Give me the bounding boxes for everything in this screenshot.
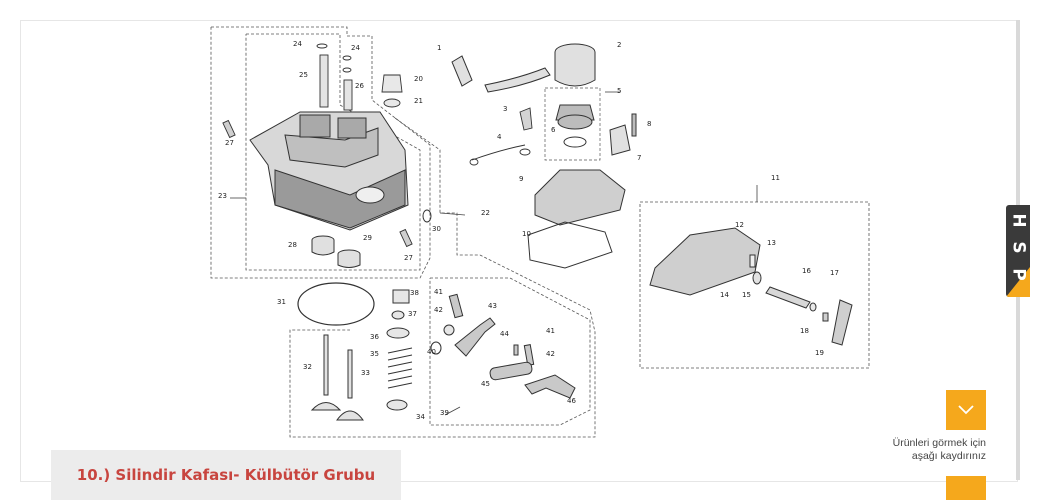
part-label: 27 <box>404 254 413 262</box>
part-label: 4 <box>497 133 502 141</box>
part-label: 40 <box>427 348 436 356</box>
scroll-hint: Ürünleri görmek için aşağı kaydırınız <box>850 437 986 462</box>
part-label: 24 <box>293 40 302 48</box>
part-label: 7 <box>637 154 641 162</box>
part-label: 22 <box>481 209 490 217</box>
part-label: 13 <box>767 239 776 247</box>
part-label: 27 <box>225 139 234 147</box>
part-label: 11 <box>771 174 780 182</box>
part-label: 17 <box>830 269 839 277</box>
part-label: 2 <box>617 41 621 49</box>
group-11-boundary <box>639 201 870 369</box>
caption-title: 10.) Silindir Kafası- Külbütör Grubu <box>76 466 376 484</box>
group-22-boundary <box>289 117 596 438</box>
part-label: 20 <box>414 75 423 83</box>
section-caption: 10.) Silindir Kafası- Külbütör Grubu <box>51 450 401 500</box>
hsp-badge[interactable]: H S P <box>1006 205 1030 297</box>
badge-letter-p: P <box>1008 268 1029 281</box>
part-label: 34 <box>416 413 425 421</box>
badge-accent-triangle <box>1006 267 1030 297</box>
part-label: 30 <box>432 225 441 233</box>
part-label: 43 <box>488 302 497 310</box>
part-label: 41 <box>546 327 555 335</box>
part-label: 9 <box>519 175 523 183</box>
part-label: 19 <box>815 349 824 357</box>
secondary-scroll-button[interactable] <box>946 476 986 500</box>
scroll-hint-line1: Ürünleri görmek için <box>892 437 986 449</box>
part-label: 44 <box>500 330 509 338</box>
chevron-down-icon <box>958 405 974 415</box>
part-label: 33 <box>361 369 370 377</box>
part-label: 42 <box>434 306 443 314</box>
part-label: 25 <box>299 71 308 79</box>
gasket-ring <box>297 282 375 326</box>
part-label: 41 <box>434 288 443 296</box>
part-label: 46 <box>567 397 576 405</box>
group-23-inner-boundary <box>245 33 421 271</box>
part-label: 42 <box>546 350 555 358</box>
part-label: 5 <box>617 87 621 95</box>
badge-letter-h: H <box>1008 213 1029 228</box>
part-label: 16 <box>802 267 811 275</box>
part-label: 12 <box>735 221 744 229</box>
part-label: 10 <box>522 230 531 238</box>
part-label: 39 <box>440 409 449 417</box>
content-frame <box>20 20 1018 482</box>
part-label: 31 <box>277 298 286 306</box>
scroll-down-button[interactable] <box>946 390 986 430</box>
part-label: 29 <box>363 234 372 242</box>
part-label: 36 <box>370 333 379 341</box>
group-39-boundary <box>429 277 591 426</box>
part-label: 8 <box>647 120 651 128</box>
part-label: 18 <box>800 327 809 335</box>
part-label: 38 <box>410 289 419 297</box>
part-label: 37 <box>408 310 417 318</box>
part-label: 32 <box>303 363 312 371</box>
badge-letter-s: S <box>1008 241 1029 254</box>
part-label: 35 <box>370 350 379 358</box>
part-label: 21 <box>414 97 423 105</box>
part-label: 6 <box>551 126 556 134</box>
part-label: 26 <box>355 82 364 90</box>
part-label: 15 <box>742 291 751 299</box>
part-label: 24 <box>351 44 360 52</box>
part-label: 45 <box>481 380 490 388</box>
part-label: 28 <box>288 241 297 249</box>
part-label: 23 <box>218 192 227 200</box>
part-label: 3 <box>503 105 507 113</box>
part-label: 1 <box>437 44 441 52</box>
scroll-hint-line2: aşağı kaydırınız <box>911 449 986 462</box>
part-label: 14 <box>720 291 729 299</box>
cylinder-head <box>249 111 409 231</box>
